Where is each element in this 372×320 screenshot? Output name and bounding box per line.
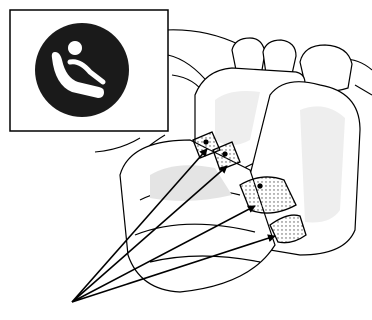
- inset-icon-box: [10, 10, 168, 131]
- child-seat-anchor-icon: [35, 23, 129, 117]
